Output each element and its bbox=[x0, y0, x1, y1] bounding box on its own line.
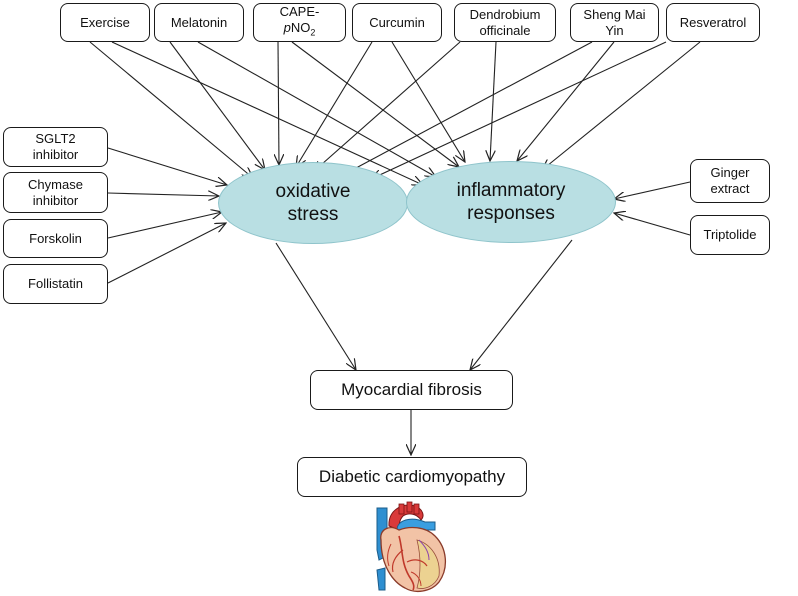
intervention-sheng-mai-yin: Sheng Mai Yin bbox=[570, 3, 659, 42]
intervention-follistatin: Follistatin bbox=[3, 264, 108, 304]
arrow-shengmaiyin-oxidative bbox=[341, 41, 593, 176]
cape-no: NO bbox=[290, 20, 311, 36]
oxidative-stress-node: oxidative stress bbox=[218, 162, 408, 244]
intervention-curcumin: Curcumin bbox=[352, 3, 442, 42]
forskolin-label: Forskolin bbox=[29, 230, 82, 246]
cape-italic: p bbox=[283, 20, 291, 36]
arrow-cape-inflammatory bbox=[291, 41, 459, 167]
inflammatory-responses-label: inflammatory responses bbox=[456, 180, 566, 224]
intervention-triptolide: Triptolide bbox=[690, 215, 770, 255]
diabetic-cardiomyopathy-label: Diabetic cardiomyopathy bbox=[318, 467, 506, 486]
sheng-mai-yin-label: Sheng Mai Yin bbox=[583, 6, 646, 38]
dendrobium-label: Dendrobium officinale bbox=[469, 6, 541, 38]
oxidative-stress-label: oxidative stress bbox=[275, 181, 351, 225]
arrow-cape-oxidative bbox=[278, 41, 279, 165]
arrow-exercise-oxidative bbox=[89, 41, 253, 178]
arrow-ginger-inflammatory bbox=[614, 181, 691, 199]
melatonin-label: Melatonin bbox=[170, 14, 228, 30]
triptolide-label: Triptolide bbox=[703, 227, 757, 242]
intervention-exercise: Exercise bbox=[60, 3, 150, 42]
ginger-label: Ginger extract bbox=[710, 165, 750, 196]
arrow-shengmaiyin-inflammatory bbox=[517, 41, 615, 161]
arrow-dendrobium-oxidative bbox=[313, 41, 461, 172]
arrow-inflammatory-fibrosis bbox=[470, 239, 573, 370]
intervention-resveratrol: Resveratrol bbox=[666, 3, 760, 42]
arrow-chymase-oxidative bbox=[107, 193, 219, 196]
myocardial-fibrosis-node: Myocardial fibrosis bbox=[310, 370, 513, 410]
cape-sub: 2 bbox=[310, 27, 316, 38]
intervention-melatonin: Melatonin bbox=[154, 3, 244, 42]
arrow-resveratrol-oxidative bbox=[371, 41, 667, 179]
arrow-follistatin-oxidative bbox=[107, 223, 226, 284]
intervention-dendrobium: Dendrobium officinale bbox=[454, 3, 556, 42]
arrow-melatonin-inflammatory bbox=[197, 41, 436, 177]
arrow-dendrobium-inflammatory bbox=[490, 41, 497, 161]
heart-icon bbox=[376, 501, 446, 593]
arrow-melatonin-oxidative bbox=[169, 41, 265, 170]
arrow-sglt2-oxidative bbox=[107, 147, 227, 185]
arrow-resveratrol-inflammatory bbox=[542, 41, 701, 170]
myocardial-fibrosis-label: Myocardial fibrosis bbox=[341, 380, 482, 399]
cape-pno2-label: CAPE-pNO2 bbox=[280, 4, 320, 41]
arrow-oxidative-fibrosis bbox=[275, 242, 356, 370]
intervention-chymase: Chymase inhibitor bbox=[3, 172, 108, 213]
chymase-label: Chymase inhibitor bbox=[28, 176, 83, 208]
curcumin-label: Curcumin bbox=[369, 14, 425, 30]
inflammatory-responses-node: inflammatory responses bbox=[406, 161, 616, 243]
exercise-label: Exercise bbox=[80, 14, 130, 30]
arrow-triptolide-inflammatory bbox=[614, 213, 691, 236]
arrow-curcumin-oxidative bbox=[296, 41, 373, 167]
diabetic-cardiomyopathy-node: Diabetic cardiomyopathy bbox=[297, 457, 527, 497]
intervention-forskolin: Forskolin bbox=[3, 219, 108, 258]
sglt2-label: SGLT2 inhibitor bbox=[32, 131, 79, 162]
follistatin-label: Follistatin bbox=[28, 276, 83, 291]
intervention-cape-pno2: CAPE-pNO2 bbox=[253, 3, 346, 42]
intervention-ginger: Ginger extract bbox=[690, 159, 770, 203]
intervention-sglt2: SGLT2 inhibitor bbox=[3, 127, 108, 167]
cape-prefix: CAPE- bbox=[279, 4, 320, 20]
arrow-curcumin-inflammatory bbox=[391, 41, 465, 162]
resveratrol-label: Resveratrol bbox=[679, 14, 747, 30]
arrow-exercise-inflammatory bbox=[111, 41, 423, 185]
arrow-forskolin-oxidative bbox=[107, 212, 222, 239]
